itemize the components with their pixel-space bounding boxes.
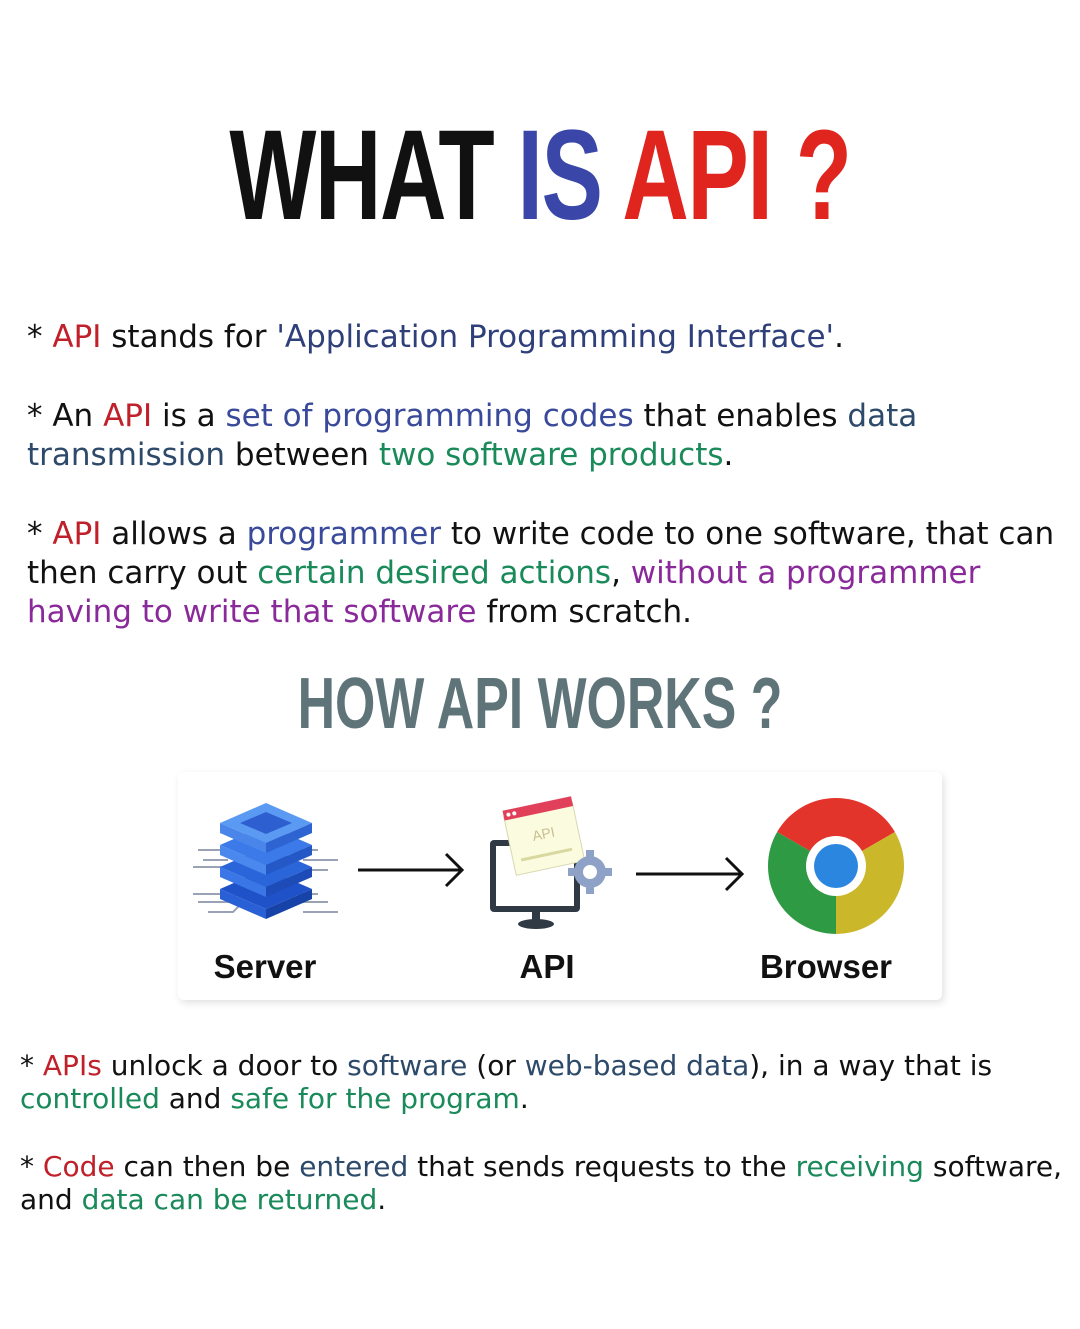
para3-segment: to write code to one software, that can … [27,516,1055,591]
para4-segment: controlled [20,1082,160,1115]
paragraph-code-requests: * Code can then be entered that sends re… [20,1150,1065,1216]
para4-segment: web-based data [524,1049,750,1082]
api-label: API [519,948,575,985]
para4-segment: unlock a door to [101,1049,348,1082]
para2-segment: two software products [378,437,724,473]
server-label: Server [213,948,317,985]
how-api-works-heading: HOW API WORKS ? [297,664,783,744]
para1-segment: * [27,319,53,355]
main-title: WHAT IS API ? [151,112,929,240]
para5-segment: data can be returned [81,1183,378,1216]
para3-segment: programmer [246,516,442,552]
para1-segment: API [52,319,102,355]
para2-segment: * An [27,398,104,434]
para5-segment: can then be [114,1150,300,1183]
chrome-browser-icon [767,797,905,934]
title-part-is: IS [517,104,623,247]
para1-segment: . [834,319,844,355]
paragraph-apis-unlock: * APIs unlock a door to software (or web… [20,1049,1065,1115]
para4-segment: and [159,1082,231,1115]
arrow-api-to-browser-icon [636,856,745,892]
paragraph-api-programmer: * API allows a programmer to write code … [27,515,1057,632]
para4-segment: (or [467,1049,525,1082]
para4-segment: software [347,1049,468,1082]
para4-segment: * [20,1049,43,1082]
para5-segment: software, and [20,1150,1063,1216]
para2-segment: between [225,437,379,473]
para3-segment: certain desired actions [257,555,612,591]
browser-label: Browser [759,948,893,985]
para3-segment: , [611,555,631,591]
api-monitor-icon: API [490,796,612,929]
para3-segment: from scratch. [476,594,692,630]
para2-segment: that enables [633,398,848,434]
para4-segment: APIs [42,1049,102,1082]
para4-segment: . [519,1082,529,1115]
para5-segment: * [20,1150,43,1183]
para2-segment: is a [152,398,226,434]
para4-segment: safe for the program [230,1082,520,1115]
title-part-what: WHAT [229,104,518,247]
para2-segment: data transmission [27,398,918,473]
para5-segment: . [377,1183,387,1216]
para5-segment: that sends requests to the [408,1150,796,1183]
server-icon [193,803,338,919]
para3-segment: API [52,516,102,552]
para2-segment: API [103,398,153,434]
para5-segment: receiving [795,1150,924,1183]
para3-segment: without a programmer having to write tha… [27,555,981,630]
api-flow-diagram: API Server API Browser [178,772,942,1000]
para3-segment: * [27,516,53,552]
api-screen-text: API [531,824,556,844]
title-part-api: API ? [622,104,852,247]
para5-segment: Code [42,1150,115,1183]
para3-segment: allows a [101,516,247,552]
para1-segment: 'Application Programming Interface' [276,319,835,355]
para5-segment: entered [299,1150,409,1183]
para1-segment: stands for [101,319,277,355]
paragraph-api-codes: * An API is a set of programming codes t… [27,397,1057,475]
paragraph-api-definition: * API stands for 'Application Programmin… [27,318,1057,357]
para4-segment: ), in a way that is [749,1049,993,1082]
para2-segment: set of programming codes [225,398,634,434]
para2-segment: . [723,437,734,473]
arrow-server-to-api-icon [358,852,465,888]
